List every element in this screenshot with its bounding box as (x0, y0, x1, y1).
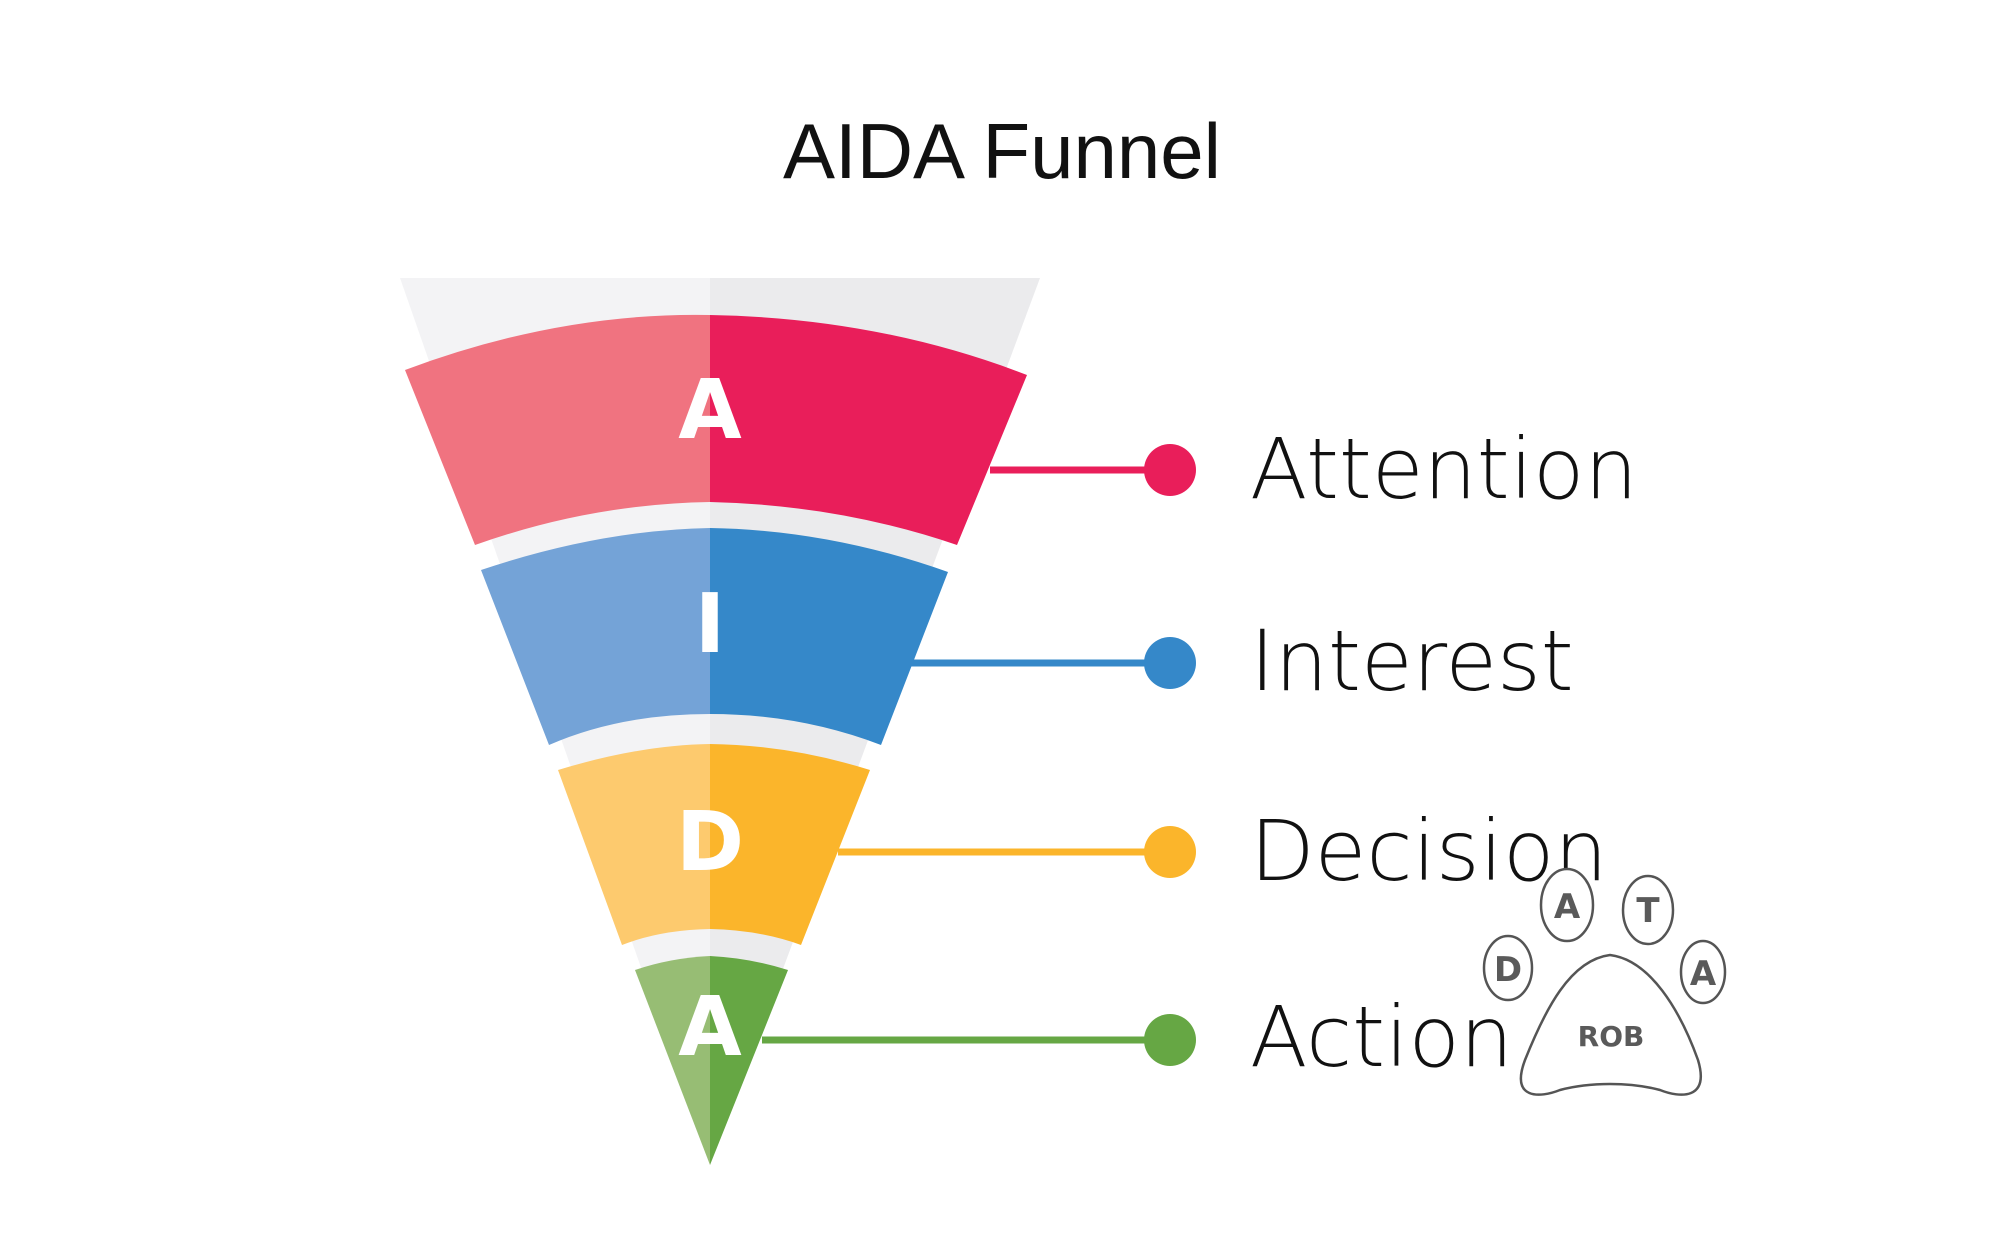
segment-attention-left (405, 314, 710, 545)
paw-letter-t: T (1636, 891, 1660, 931)
connector-action (762, 1014, 1196, 1066)
connector-dot-attention (1144, 444, 1196, 496)
stage-letter-attention: A (678, 363, 742, 458)
paw-letter-a2: A (1690, 954, 1717, 994)
paw-logo: D A T A ROB (1482, 867, 1727, 1096)
funnel-segment-attention (405, 314, 1027, 545)
paw-toe-d (1482, 934, 1534, 1002)
connector-interest (910, 637, 1196, 689)
connector-dot-interest (1144, 637, 1196, 689)
paw-toe-a2 (1679, 939, 1727, 1005)
paw-letter-a1: A (1554, 887, 1581, 927)
paw-toe-t (1621, 874, 1675, 946)
connector-dot-action (1144, 1014, 1196, 1066)
stage-label-action: Action (1250, 988, 1513, 1086)
stage-label-attention: Attention (1250, 420, 1638, 518)
paw-pad (1519, 953, 1702, 1096)
segment-action-right (710, 956, 788, 1165)
stage-letter-interest: I (695, 577, 726, 672)
paw-toe-a1 (1539, 867, 1595, 943)
connector-attention (990, 444, 1196, 496)
segment-attention-right (710, 315, 1027, 545)
page-title: AIDA Funnel (783, 107, 1221, 195)
stage-label-interest: Interest (1250, 612, 1574, 710)
connector-dot-decision (1144, 826, 1196, 878)
paw-pad-text: ROB (1578, 1020, 1645, 1053)
funnel-segment-action (635, 956, 788, 1165)
connector-decision (838, 826, 1196, 878)
funnel-segment-decision (558, 744, 870, 945)
segment-action-left (635, 956, 710, 1165)
paw-letter-d: D (1494, 950, 1522, 990)
stage-letter-action: A (678, 980, 742, 1075)
funnel-segment-interest (481, 528, 948, 745)
segment-interest-left (481, 528, 710, 745)
segment-decision-right (710, 744, 870, 945)
stage-letter-decision: D (676, 795, 744, 890)
segment-decision-left (558, 744, 710, 945)
segment-interest-right (710, 528, 948, 745)
